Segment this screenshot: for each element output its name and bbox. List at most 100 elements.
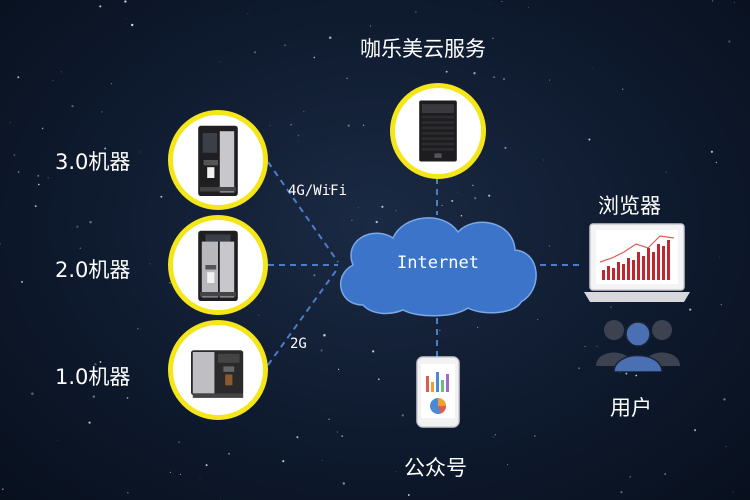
star <box>341 435 344 438</box>
star <box>723 398 726 401</box>
star <box>548 245 550 247</box>
star <box>710 150 714 153</box>
star <box>549 79 551 81</box>
star <box>588 138 591 141</box>
star <box>104 147 107 150</box>
link-machine-1 <box>267 267 339 366</box>
star <box>395 471 397 472</box>
star <box>728 40 731 43</box>
star <box>282 460 285 463</box>
star <box>92 395 96 398</box>
star <box>297 134 300 137</box>
star <box>254 51 256 54</box>
star <box>715 161 718 164</box>
star <box>321 459 323 461</box>
star <box>584 346 586 347</box>
star <box>719 256 720 258</box>
wechat-label: 公众号 <box>404 456 467 480</box>
star <box>1 488 4 491</box>
star <box>733 2 735 3</box>
star <box>303 110 305 113</box>
cloud-service-label: 咖乐美云服务 <box>360 37 486 61</box>
star <box>20 280 24 283</box>
star <box>464 49 466 51</box>
star <box>137 328 139 330</box>
star <box>381 205 384 208</box>
star <box>362 124 365 127</box>
coffee-machine-icon <box>191 350 244 398</box>
star <box>219 61 221 63</box>
star <box>126 18 127 20</box>
star <box>323 334 326 337</box>
star <box>220 498 222 500</box>
star <box>635 374 638 377</box>
star <box>401 414 404 417</box>
star <box>477 326 479 328</box>
star <box>52 80 54 82</box>
star <box>596 345 598 347</box>
star <box>467 42 469 44</box>
star <box>629 476 631 478</box>
star <box>407 494 410 496</box>
machine-3-label: 3.0机器 <box>55 150 131 174</box>
star <box>395 210 397 212</box>
coffee-machine-icon <box>198 230 238 301</box>
star <box>124 0 127 3</box>
star <box>41 127 44 130</box>
star <box>460 214 463 217</box>
star <box>472 184 474 186</box>
star <box>649 206 652 208</box>
star <box>664 473 666 475</box>
machine-3-node <box>168 110 268 210</box>
star <box>457 191 458 193</box>
star <box>507 464 509 466</box>
star <box>346 77 348 80</box>
star <box>37 175 39 177</box>
star <box>578 367 580 370</box>
star <box>89 220 92 224</box>
mobile-connection-label: 2G <box>290 336 307 352</box>
star <box>34 205 37 208</box>
star <box>320 349 323 352</box>
star <box>351 219 353 222</box>
star <box>665 171 667 173</box>
star <box>375 220 378 224</box>
wireless-connection-label: 4G/WiFi <box>288 183 348 199</box>
star <box>537 319 539 321</box>
star <box>328 187 331 190</box>
star <box>99 5 102 8</box>
star <box>694 429 697 432</box>
star <box>372 350 375 353</box>
star <box>169 471 172 474</box>
star <box>88 421 91 424</box>
phone-chart-icon <box>416 356 460 428</box>
cloud-icon <box>339 217 537 317</box>
star <box>328 418 330 420</box>
star <box>9 122 11 124</box>
star <box>336 431 339 433</box>
star <box>493 76 496 79</box>
star <box>110 83 112 85</box>
star <box>258 314 260 316</box>
star <box>494 434 496 436</box>
star <box>488 194 491 197</box>
star <box>284 44 286 47</box>
star <box>534 435 536 437</box>
star <box>313 56 316 59</box>
star <box>610 306 612 308</box>
star <box>503 78 505 80</box>
machine-2-node <box>168 215 268 315</box>
star <box>358 206 359 208</box>
star <box>57 440 59 441</box>
user-label: 用户 <box>610 396 652 420</box>
star <box>149 263 151 265</box>
star <box>527 6 529 8</box>
star <box>160 195 163 198</box>
star <box>725 446 727 448</box>
star <box>492 436 494 438</box>
star <box>247 13 249 15</box>
star <box>127 492 129 494</box>
star <box>38 183 40 186</box>
star <box>297 141 299 143</box>
